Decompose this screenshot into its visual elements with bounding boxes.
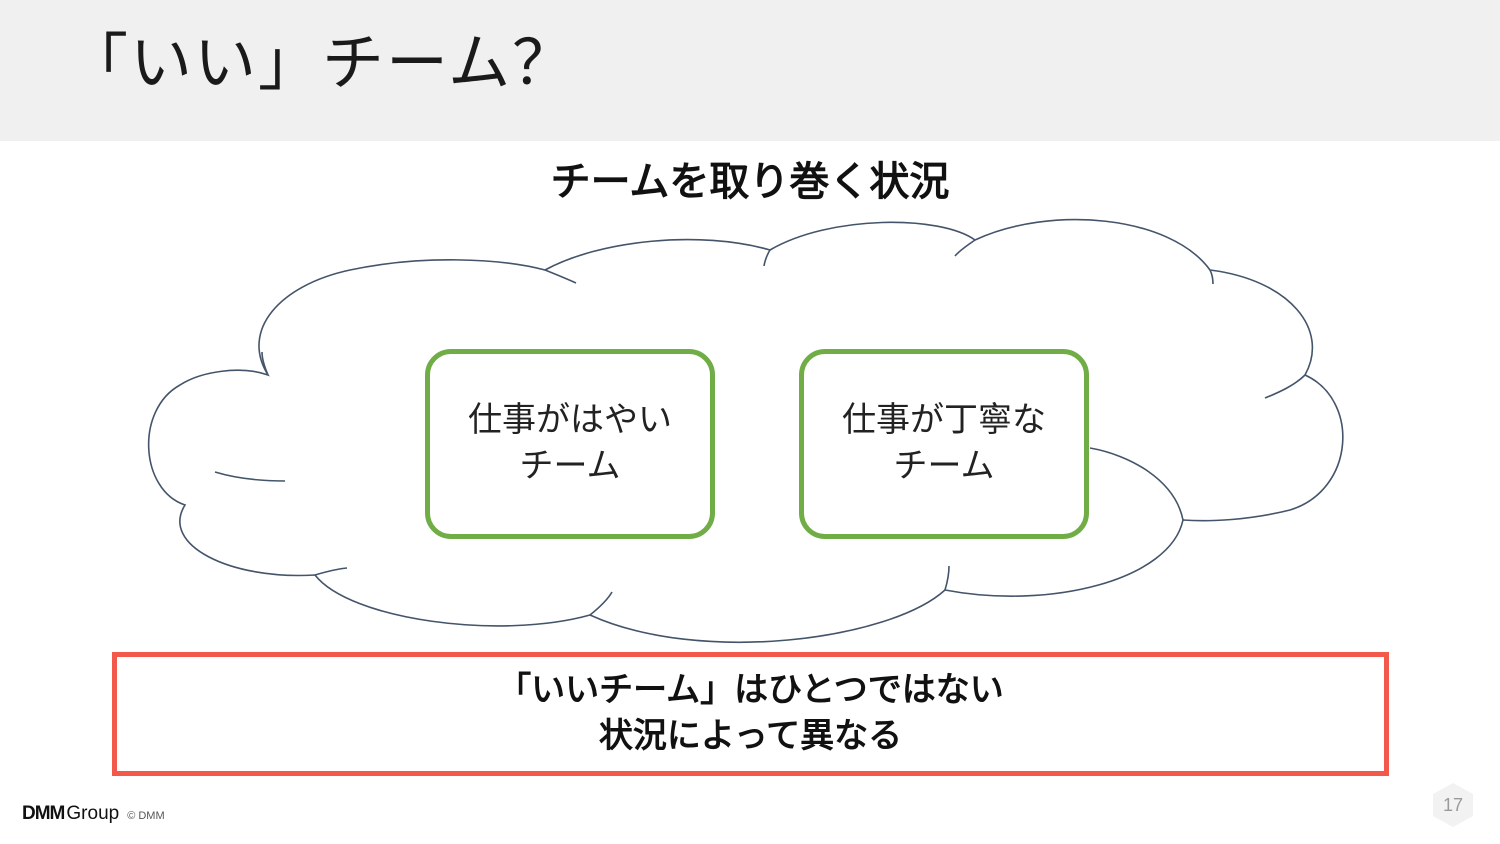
team-card-careful-line2: チーム bbox=[893, 446, 995, 486]
conclusion-box: 「いいチーム」はひとつではない 状況によって異なる bbox=[112, 652, 1389, 776]
slide-title: 「いい」チーム？ bbox=[66, 26, 577, 99]
slide-subtitle: チームを取り巻く状況 bbox=[550, 159, 950, 205]
team-card-fast-line2: チーム bbox=[519, 446, 621, 486]
team-card-fast-line1: 仕事がはやい bbox=[468, 400, 672, 441]
title-bar: 「いい」チーム？ bbox=[0, 0, 1500, 141]
team-card-careful-line1: 仕事が丁寧な bbox=[842, 400, 1046, 441]
logo-dmm: DMM bbox=[22, 803, 65, 824]
team-card-careful: 仕事が丁寧な チーム bbox=[799, 349, 1089, 539]
team-card-careful-label: 仕事が丁寧な チーム bbox=[842, 398, 1046, 490]
footer-logo: DMM Group © DMM bbox=[22, 803, 165, 825]
page-number: 17 bbox=[1442, 795, 1464, 815]
copyright-text: © DMM bbox=[127, 810, 165, 822]
conclusion-line2: 状況によって異なる bbox=[598, 716, 903, 756]
team-card-fast-label: 仕事がはやい チーム bbox=[468, 398, 672, 490]
logo-group: Group bbox=[66, 803, 120, 824]
conclusion-text: 「いいチーム」はひとつではない 状況によって異なる bbox=[497, 668, 1004, 760]
page-number-badge: 17 bbox=[1430, 781, 1476, 829]
conclusion-line1: 「いいチーム」はひとつではない bbox=[497, 670, 1004, 711]
hexagon-icon bbox=[1433, 783, 1473, 827]
team-card-fast: 仕事がはやい チーム bbox=[425, 349, 715, 539]
